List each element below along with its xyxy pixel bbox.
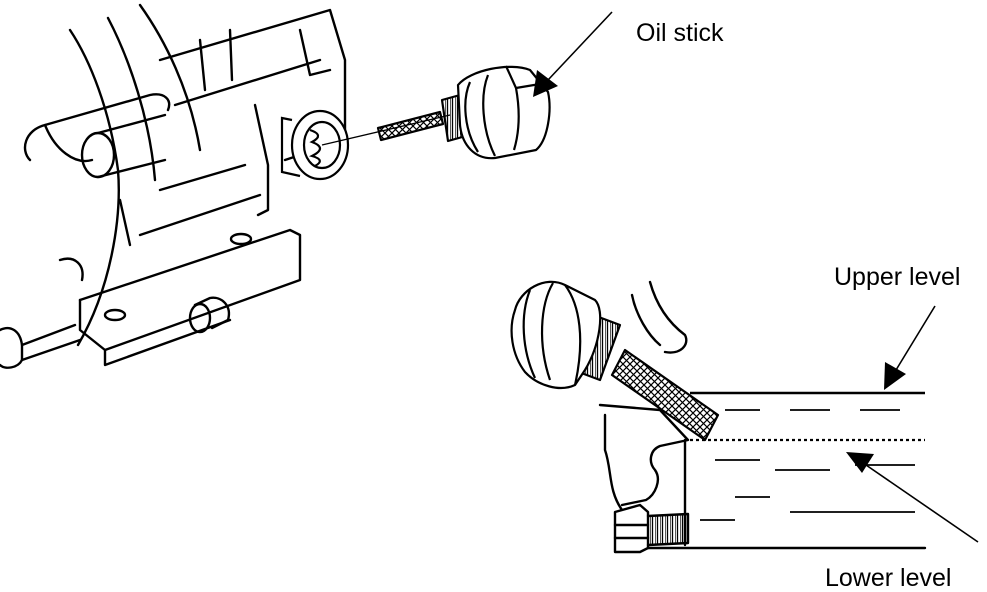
oil-stick-arrowhead [533,70,558,97]
oil-stick-inserted [510,280,720,442]
lower-level-label: Lower level [825,564,952,592]
oil-fill-port [280,109,350,181]
oil-pan [598,280,927,554]
upper-level-arrowhead [884,362,906,390]
lower-level-arrowhead [846,452,874,473]
oil-stick-label: Oil stick [636,19,724,47]
leader-arrows [533,11,979,543]
oil-stick-leader [547,11,613,81]
oil-level-markers [690,391,925,521]
oil-stick-upper [376,65,551,160]
lower-level-leader [865,464,979,543]
upper-level-label: Upper level [834,263,961,291]
upper-level-leader [895,305,936,371]
engine-casing [0,3,347,369]
